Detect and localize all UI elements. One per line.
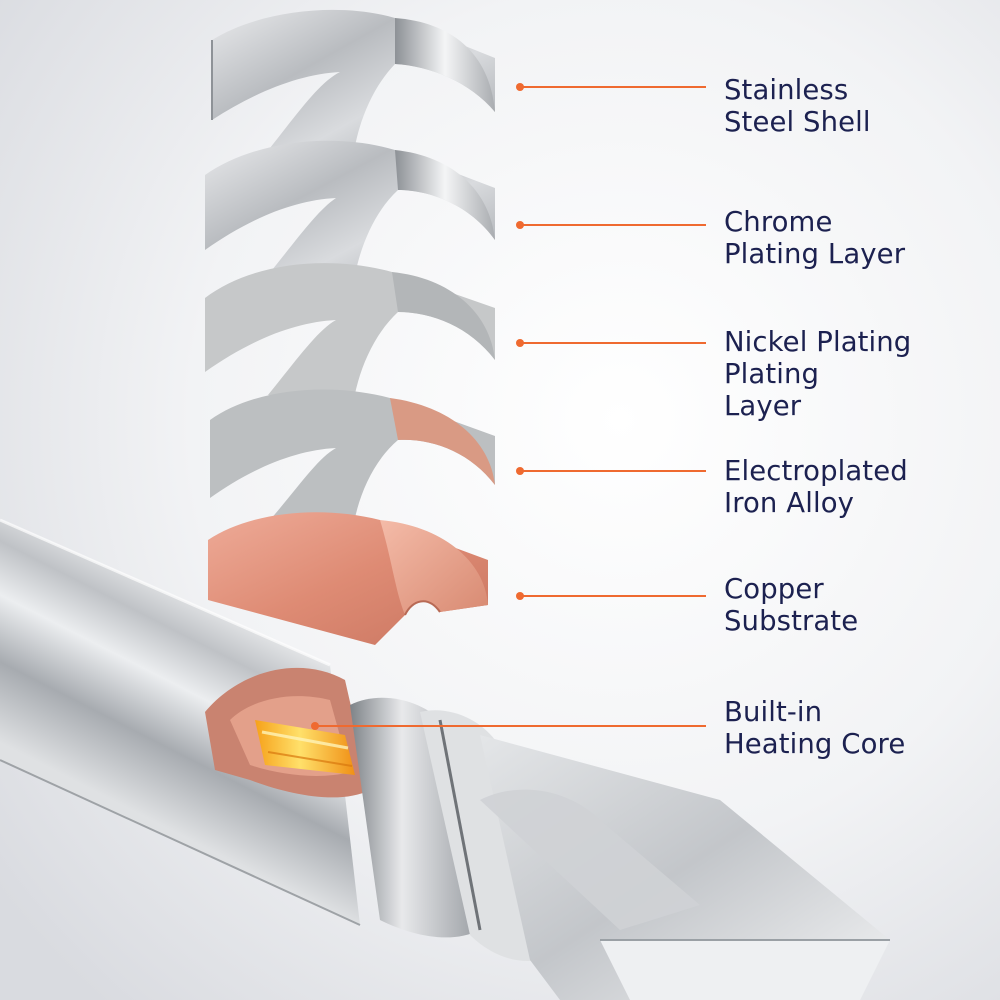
label-line: Plating Layer (724, 238, 906, 270)
label-line: Steel Shell (724, 106, 871, 138)
layer-chrome-plating (205, 140, 495, 295)
label-line: Built-in (724, 696, 823, 728)
label-line: Substrate (724, 605, 859, 637)
label-electroplated-iron-alloy: Electroplated Iron Alloy (724, 455, 994, 519)
label-stainless-steel-shell: Stainless Steel Shell (724, 74, 994, 138)
label-line: Heating Core (724, 728, 906, 760)
label-line: Electroplated (724, 455, 908, 487)
soldering-tip-body (0, 518, 361, 926)
label-chrome-plating-layer: Chrome Plating Layer (724, 206, 994, 270)
layer-stainless-steel-shell (211, 9, 495, 169)
leader-lines (311, 83, 706, 730)
layer-nickel-plating (205, 263, 495, 412)
leader-line-stainless-steel-shell (516, 83, 706, 91)
chisel-tip (480, 735, 890, 1000)
leader-line-electroplated-iron-alloy (516, 467, 706, 475)
label-line: Stainless (724, 74, 849, 106)
leader-line-nickel-plating-layer (516, 339, 706, 347)
leader-line-copper-substrate (516, 592, 706, 600)
leader-line-chrome-plating-layer (516, 221, 706, 229)
label-line: Copper (724, 573, 824, 605)
layer-copper-substrate (208, 512, 488, 645)
cutaway-heating-core (205, 667, 370, 798)
label-line: Plating (724, 358, 820, 390)
label-built-in-heating-core: Built-in Heating Core (724, 696, 994, 760)
label-line: Layer (724, 390, 802, 422)
label-line: Nickel Plating (724, 326, 912, 358)
label-line: Iron Alloy (724, 487, 855, 519)
layer-electroplated-iron-alloy (210, 389, 495, 536)
label-line: Chrome (724, 206, 833, 238)
tip-collar (350, 697, 540, 961)
label-copper-substrate: Copper Substrate (724, 573, 994, 637)
label-nickel-plating-layer: Nickel Plating Plating Layer (724, 326, 994, 422)
leader-line-built-in-heating-core (311, 722, 706, 730)
